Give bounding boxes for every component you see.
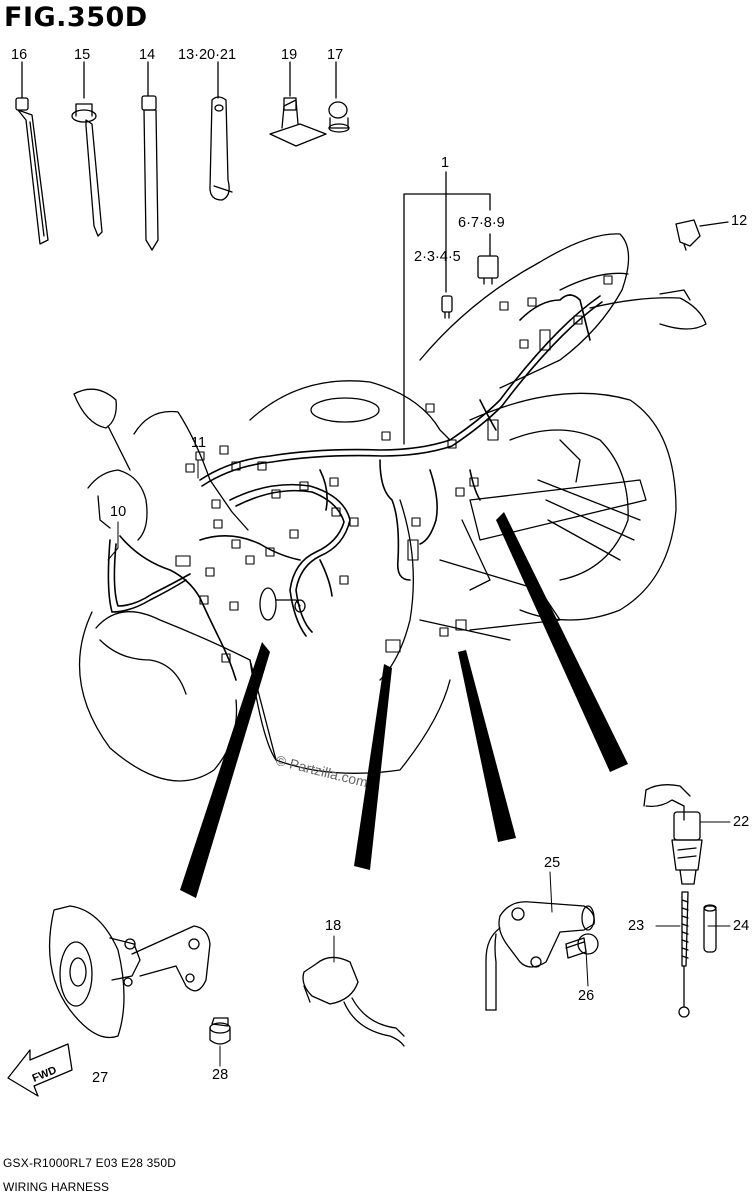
motorcycle-outline <box>73 233 707 782</box>
wiring-harness-main <box>107 294 603 681</box>
callout-15: 15 <box>74 47 91 63</box>
part-28-bolt <box>209 1017 231 1045</box>
part-1-leader <box>403 171 491 445</box>
figure-title: FIG.350D <box>4 2 148 33</box>
horn-on-bike <box>259 587 306 621</box>
callout-14: 14 <box>139 47 156 63</box>
part-12-coupler <box>675 219 729 251</box>
figure-caption: WIRING HARNESS <box>3 1180 110 1194</box>
part-25-sensor <box>485 901 595 1011</box>
harness-connectors <box>175 275 613 663</box>
callout-2-3-4-5: 2·3·4·5 <box>414 249 461 265</box>
callout-24: 24 <box>733 918 750 934</box>
part-17-grommet <box>328 61 350 133</box>
callout-28: 28 <box>212 1067 229 1083</box>
part-19-bracket <box>269 61 327 147</box>
relay-icon <box>477 255 499 285</box>
callout-18: 18 <box>325 918 342 934</box>
callout-13-20-21: 13·20·21 <box>178 47 237 63</box>
part-26-bolt <box>565 933 599 959</box>
model-code: GSX-R1000RL7 E03 E28 350D <box>3 1156 177 1170</box>
part-23-spring <box>678 891 690 1018</box>
callout-6-7-8-9: 6·7·8·9 <box>458 215 505 231</box>
fuse-icon <box>441 295 453 319</box>
callout-1: 1 <box>441 155 450 171</box>
part-27-horn <box>48 905 211 1039</box>
part-16-clamp-tie <box>15 61 49 245</box>
callout-12: 12 <box>731 213 748 229</box>
callout-10: 10 <box>110 504 127 520</box>
part-15-clip-tie <box>71 61 103 237</box>
fwd-arrow-icon: FWD <box>7 1043 73 1097</box>
part-13-band <box>209 61 233 201</box>
pointer-wedges <box>180 512 628 898</box>
callout-23: 23 <box>628 918 645 934</box>
callout-25: 25 <box>544 855 561 871</box>
callout-26: 26 <box>578 988 595 1004</box>
callout-27: 27 <box>92 1070 109 1086</box>
part-24-pin <box>703 904 717 953</box>
part-14-cable-tie <box>141 61 159 251</box>
callout-22: 22 <box>733 814 750 830</box>
callout-17: 17 <box>327 47 344 63</box>
part-22-pressure-switch <box>643 784 703 885</box>
callout-16: 16 <box>11 47 28 63</box>
leader-lines <box>107 459 731 1067</box>
part-18-sensor <box>302 956 405 1047</box>
callout-11: 11 <box>191 435 207 451</box>
callout-19: 19 <box>281 47 298 63</box>
